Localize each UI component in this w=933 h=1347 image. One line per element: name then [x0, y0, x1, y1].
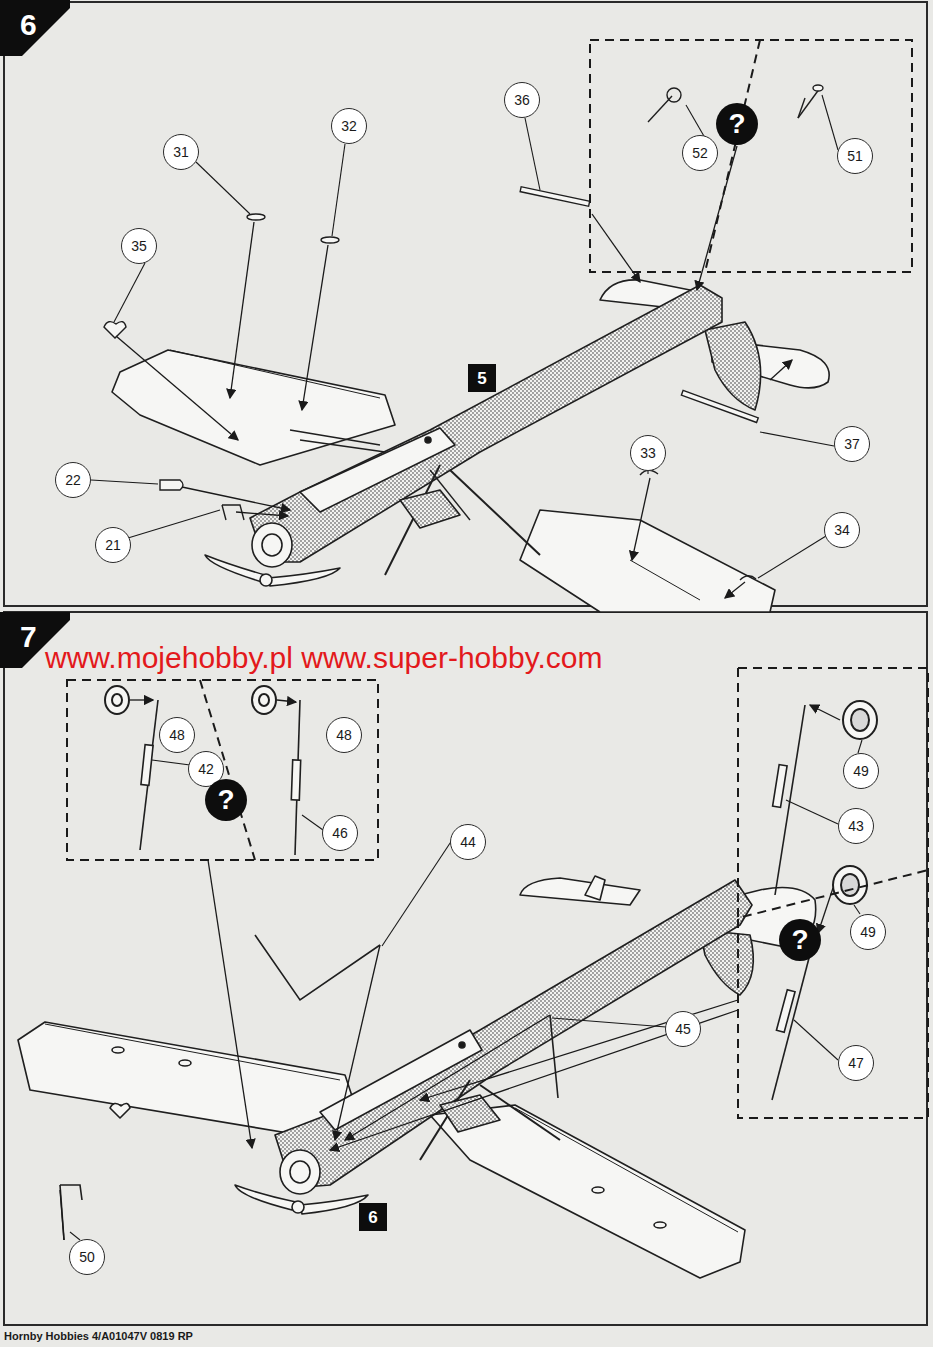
node-text: 36	[514, 93, 530, 107]
node-text: 7	[20, 622, 37, 652]
node-text: 50	[79, 1250, 95, 1264]
node-text: 47	[848, 1056, 864, 1070]
alternative-symbol: ?	[716, 103, 758, 145]
leader-lines	[116, 146, 792, 598]
node-text: ?	[728, 110, 745, 138]
node-text: 34	[834, 523, 850, 537]
callout-leaders-7	[70, 740, 862, 1240]
node-text: ?	[217, 786, 234, 814]
callout-number: 44	[450, 824, 486, 860]
node-text: 6	[368, 1209, 377, 1226]
step-reference: 6	[359, 1203, 387, 1231]
panel-frames	[4, 2, 927, 1325]
node-text: 21	[105, 538, 121, 552]
callout-number: 43	[838, 808, 874, 844]
step6-plane	[112, 280, 829, 612]
node-text: 43	[848, 819, 864, 833]
node-text: 52	[692, 146, 708, 160]
callout-number: 32	[331, 108, 367, 144]
node-text: 48	[169, 728, 185, 742]
callout-number: 33	[630, 435, 666, 471]
step7-leaders	[60, 700, 840, 1240]
callout-number: 48	[326, 717, 362, 753]
callout-number: 31	[163, 134, 199, 170]
step-badge: 6	[0, 0, 70, 56]
node-text: 33	[640, 446, 656, 460]
node-text: 22	[65, 473, 81, 487]
step7-parts	[60, 700, 815, 1240]
callout-number: 48	[159, 717, 195, 753]
alternative-insets	[67, 668, 928, 1118]
node-text: 6	[20, 10, 37, 40]
callout-number: 21	[95, 527, 131, 563]
watermark: www.mojehobby.pl www.super-hobby.com	[45, 643, 602, 673]
callout-number: 47	[838, 1045, 874, 1081]
callout-number: 35	[121, 228, 157, 264]
node-text: 45	[675, 1022, 691, 1036]
step-reference: 5	[468, 364, 496, 392]
node-text: 49	[860, 925, 876, 939]
callout-number: 34	[824, 512, 860, 548]
callout-number: 46	[322, 815, 358, 851]
callout-number: 49	[850, 914, 886, 950]
node-text: 46	[332, 826, 348, 840]
callout-number: 50	[69, 1239, 105, 1275]
node-text: 32	[341, 119, 357, 133]
node-text: 48	[336, 728, 352, 742]
footer-code: Hornby Hobbies 4/A01047V 0819 RP	[4, 1331, 193, 1342]
node-text: 5	[477, 370, 486, 387]
node-text: 31	[173, 145, 189, 159]
callout-number: 51	[837, 138, 873, 174]
node-text: 37	[844, 437, 860, 451]
node-text: 42	[198, 762, 214, 776]
callout-number: 52	[682, 135, 718, 171]
alternative-inset	[590, 40, 912, 272]
node-text: ?	[791, 926, 808, 954]
node-text: 35	[131, 239, 147, 253]
callout-leaders	[91, 95, 838, 578]
alternative-symbol: ?	[779, 919, 821, 961]
node-text: 51	[847, 149, 863, 163]
callout-number: 45	[665, 1011, 701, 1047]
callout-number: 22	[55, 462, 91, 498]
step7-plane	[18, 876, 816, 1278]
wheels	[105, 686, 877, 904]
node-text: 44	[460, 835, 476, 849]
node-text: 49	[853, 764, 869, 778]
step6-parts	[104, 85, 823, 580]
alternative-symbol: ?	[205, 779, 247, 821]
callout-number: 49	[843, 753, 879, 789]
callout-number: 36	[504, 82, 540, 118]
callout-number: 37	[834, 426, 870, 462]
